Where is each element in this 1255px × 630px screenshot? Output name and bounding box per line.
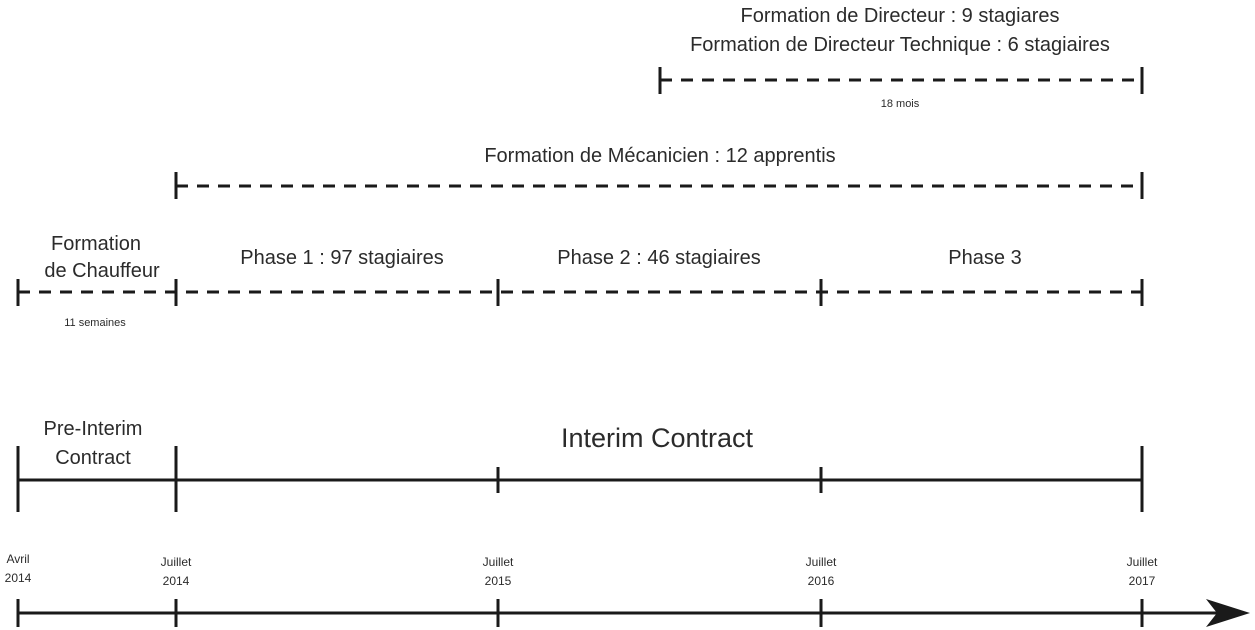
- chauffeur-title-line1: Formation: [51, 233, 141, 255]
- pre-interim-label-line2: Contract: [55, 447, 131, 469]
- phase-2-label: Phase 2 : 46 stagiaires: [557, 247, 760, 269]
- interim-contract-label: Interim Contract: [561, 423, 754, 453]
- pre-interim-label-line1: Pre-Interim: [44, 418, 143, 440]
- mecanicien-timeline: [174, 172, 1144, 199]
- contract-timeline: [16, 446, 1144, 512]
- date-axis-arrowhead-icon: [1206, 599, 1250, 627]
- date-label-juillet-2017-line2: 2017: [1129, 574, 1156, 588]
- date-label-juillet-2014-line2: 2014: [163, 574, 190, 588]
- date-label-juillet-2014-line1: Juillet: [161, 555, 192, 569]
- date-label-juillet-2015-line2: 2015: [485, 574, 512, 588]
- directeur-timeline: [658, 67, 1144, 94]
- date-label-juillet-2016-line1: Juillet: [806, 555, 837, 569]
- chauffeur-duration: 11 semaines: [64, 317, 126, 329]
- date-label-juillet-2016-line2: 2016: [808, 574, 835, 588]
- directeur-duration: 18 mois: [881, 98, 920, 110]
- directeur-title: Formation de Directeur : 9 stagiares: [740, 5, 1059, 27]
- phase-1-label: Phase 1 : 97 stagiaires: [240, 247, 443, 269]
- date-label-juillet-2017-line1: Juillet: [1127, 555, 1158, 569]
- mecanicien-title: Formation de Mécanicien : 12 apprentis: [484, 145, 835, 167]
- phase-3-label: Phase 3: [948, 247, 1021, 269]
- date-label-juillet-2015-line1: Juillet: [483, 555, 514, 569]
- date-label-avril-2014-line2: 2014: [5, 571, 32, 585]
- date-label-avril-2014-line1: Avril: [6, 552, 29, 566]
- chauffeur-title-line2: de Chauffeur: [44, 260, 160, 282]
- directeur-technique-title: Formation de Directeur Technique : 6 sta…: [690, 34, 1110, 56]
- date-axis: [16, 599, 1250, 627]
- phases-timeline: [16, 279, 1144, 306]
